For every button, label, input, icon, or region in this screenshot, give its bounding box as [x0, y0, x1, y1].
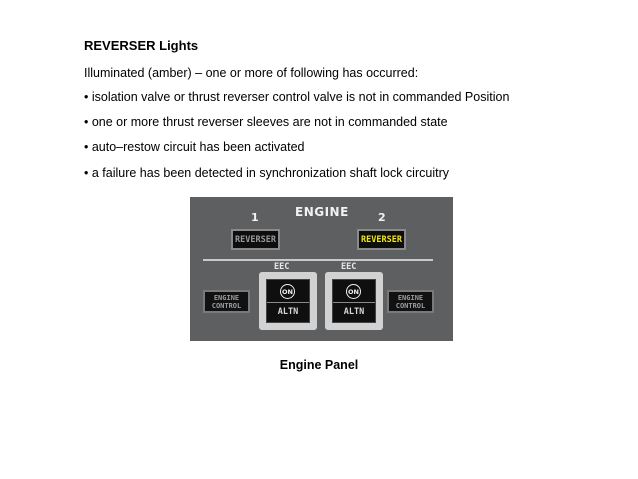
on-indicator-1: ON [280, 284, 295, 299]
bullet-item: • a failure has been detected in synchro… [84, 166, 449, 180]
eec-label-1: EEC [274, 262, 290, 272]
engine-control-line1: ENGINE [213, 294, 240, 302]
eec-switch-guard-2: ON ALTN [325, 272, 383, 330]
figure-caption: Engine Panel [279, 358, 359, 372]
reverser-light-1: REVERSER [231, 229, 280, 250]
switch-separator [333, 302, 375, 303]
engine-control-line2: CONTROL [211, 302, 242, 310]
bullet-item: • isolation valve or thrust reverser con… [84, 90, 510, 104]
engine-number-1: 1 [251, 211, 259, 224]
heading: REVERSER Lights [84, 38, 199, 53]
altn-label-2: ALTN [343, 307, 365, 317]
engine-control-light-2: ENGINE CONTROL [387, 290, 434, 313]
bullet-item: • auto–restow circuit has been activated [84, 140, 305, 154]
engine-number-2: 2 [378, 211, 386, 224]
eec-switch-1[interactable]: ON ALTN [266, 279, 310, 323]
bullet-item: • one or more thrust reverser sleeves ar… [84, 115, 448, 129]
reverser-light-2: REVERSER [357, 229, 406, 250]
eec-switch-guard-1: ON ALTN [259, 272, 317, 330]
panel-divider [203, 259, 433, 261]
engine-control-line2: CONTROL [395, 302, 426, 310]
altn-label-1: ALTN [277, 307, 299, 317]
engine-control-line1: ENGINE [397, 294, 424, 302]
engine-control-light-1: ENGINE CONTROL [203, 290, 250, 313]
on-indicator-2: ON [346, 284, 361, 299]
switch-separator [267, 302, 309, 303]
eec-switch-2[interactable]: ON ALTN [332, 279, 376, 323]
intro-text: Illuminated (amber) – one or more of fol… [84, 66, 419, 80]
eec-label-2: EEC [341, 262, 357, 272]
panel-title: ENGINE [295, 205, 349, 219]
engine-panel-image: ENGINE 1 2 REVERSER REVERSER EEC EEC ON … [190, 197, 453, 341]
